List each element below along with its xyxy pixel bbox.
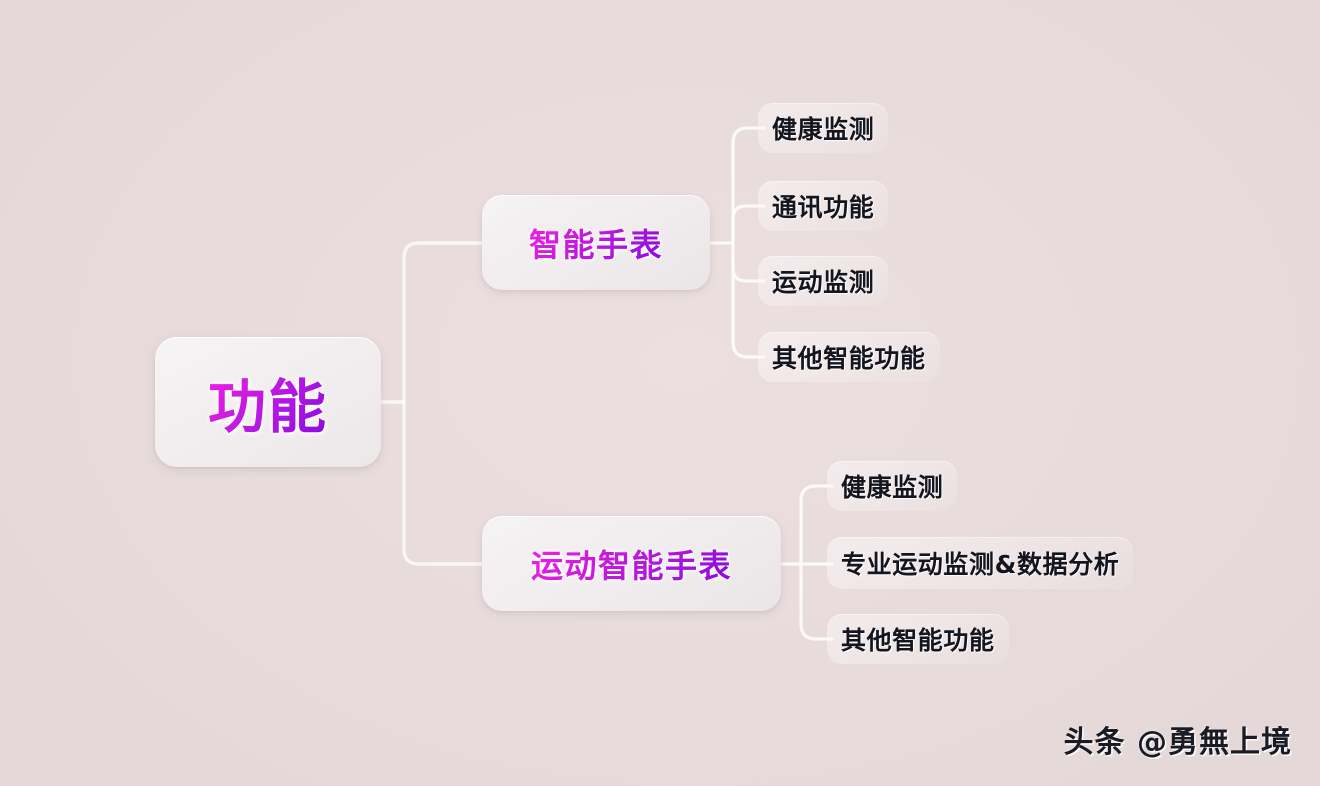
connector-root-to-sportwatch	[402, 400, 484, 566]
leaf-node-label: 其他智能功能	[772, 344, 926, 373]
mindmap-branch-node-sportwatch[interactable]: 运动智能手表	[482, 516, 781, 611]
leaf-node-label: 专业运动监测&数据分析	[841, 550, 1120, 579]
mindmap-leaf-node-communication[interactable]: 通讯功能	[758, 181, 889, 231]
mindmap-leaf-node-health-monitoring[interactable]: 健康监测	[758, 103, 889, 153]
leaf-node-label: 健康监测	[841, 473, 944, 502]
leaf-node-label: 其他智能功能	[841, 626, 995, 655]
mindmap-branch-node-smartwatch[interactable]: 智能手表	[482, 195, 710, 290]
mindmap-root-node[interactable]: 功能	[155, 337, 381, 467]
branch-node-label: 智能手表	[529, 220, 663, 266]
mindmap-leaf-node-other-smart-features-sport[interactable]: 其他智能功能	[827, 614, 1009, 664]
connector-root-to-smartwatch	[402, 241, 484, 404]
mindmap-leaf-node-pro-sport-analytics[interactable]: 专业运动监测&数据分析	[827, 537, 1134, 589]
leaf-node-label: 通讯功能	[772, 193, 875, 222]
root-node-label: 功能	[208, 360, 328, 444]
mindmap-leaf-node-other-smart-features[interactable]: 其他智能功能	[758, 332, 940, 382]
leaf-node-label: 健康监测	[772, 115, 875, 144]
watermark-text: 头条 @勇無上境	[1063, 725, 1292, 760]
mindmap-leaf-node-sport-monitoring[interactable]: 运动监测	[758, 256, 889, 306]
branch-node-label: 运动智能手表	[531, 541, 732, 587]
mindmap-leaf-node-health-monitoring-sport[interactable]: 健康监测	[827, 461, 958, 511]
leaf-node-label: 运动监测	[772, 268, 875, 297]
